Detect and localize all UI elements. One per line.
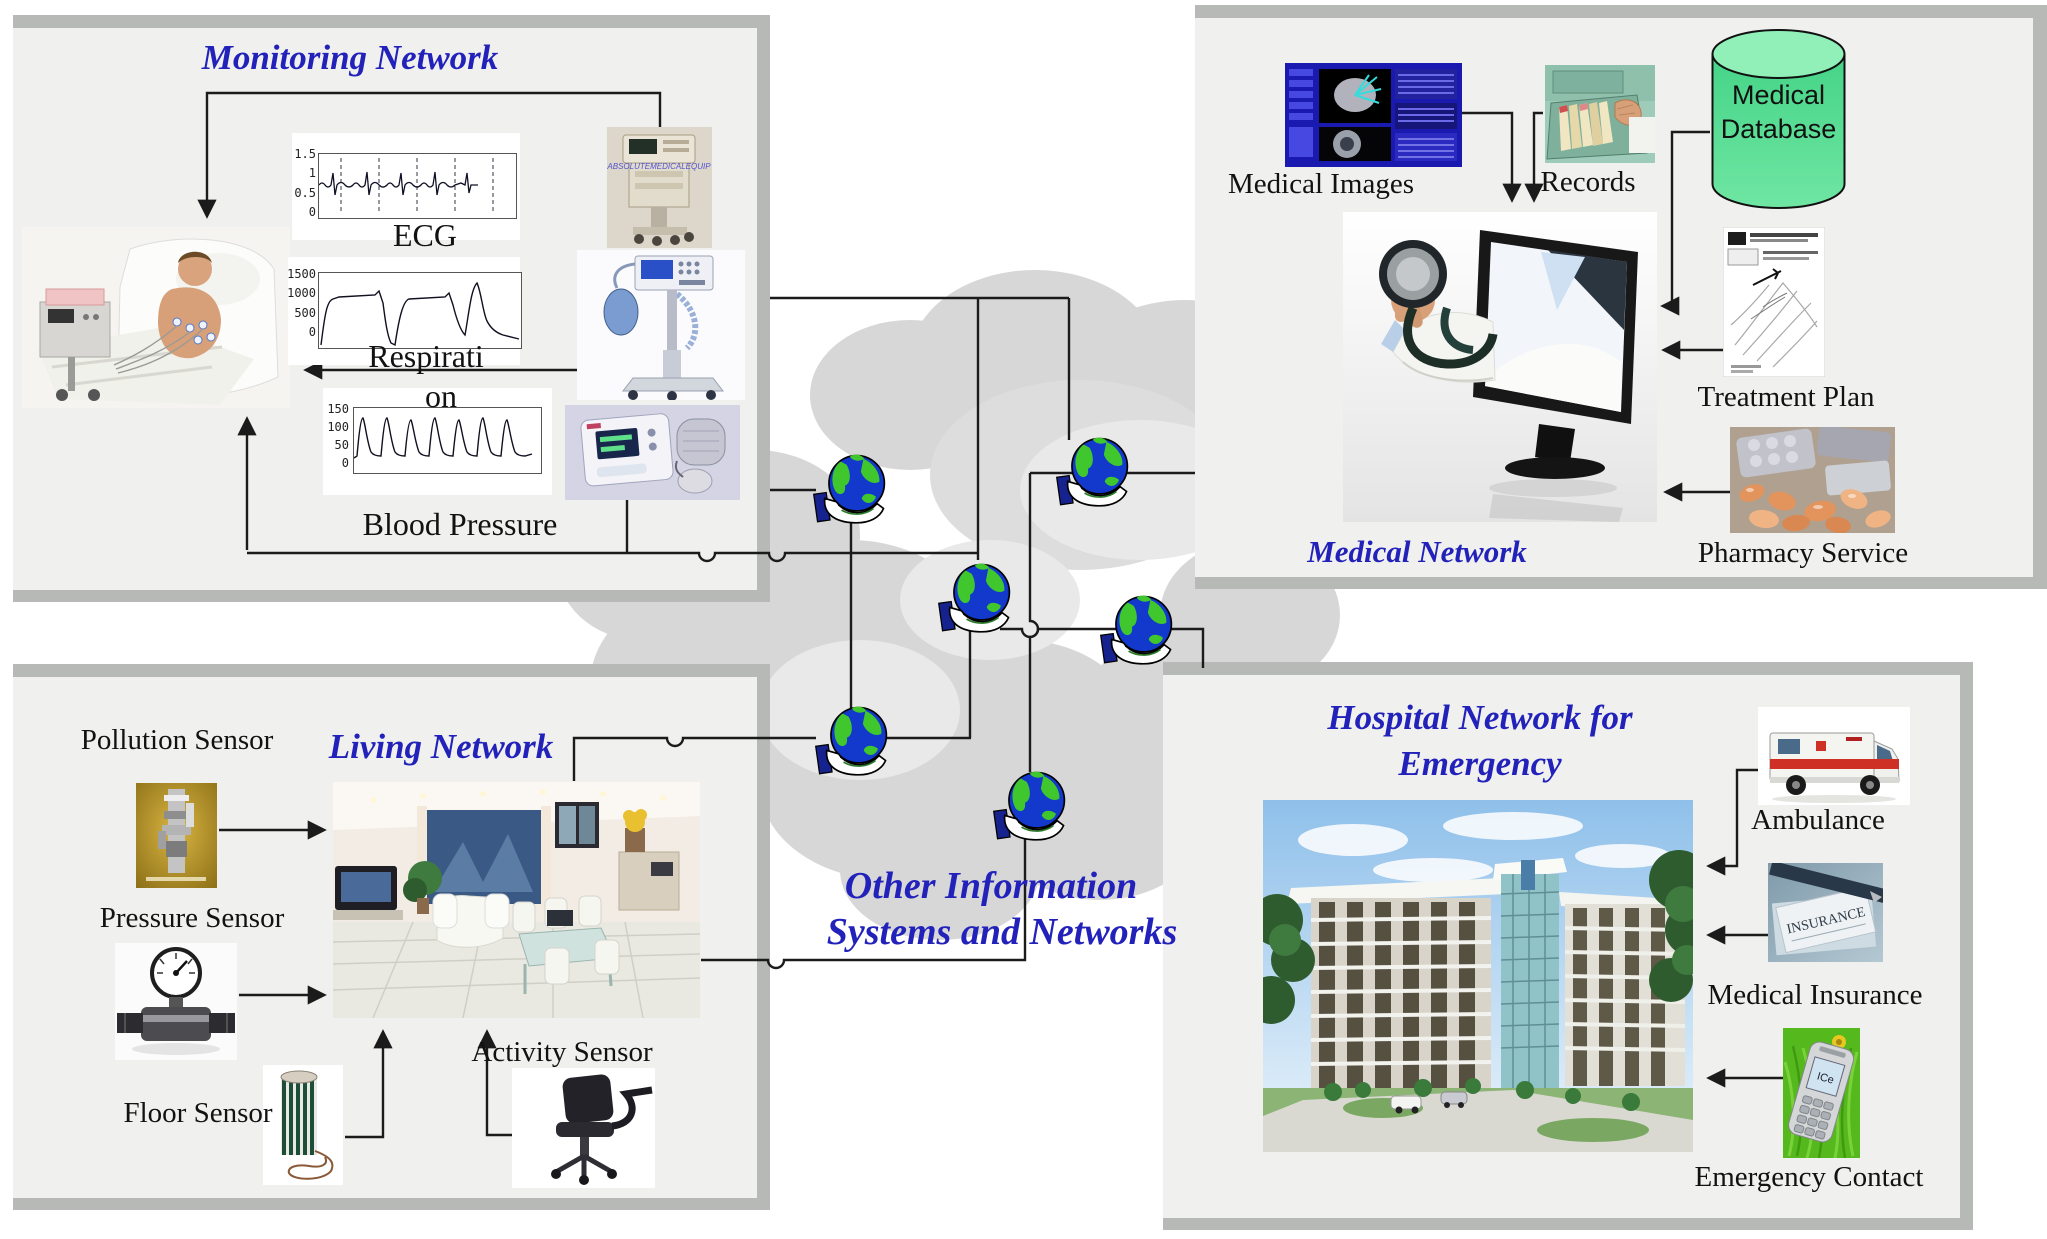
activity-sensor-label: Activity Sensor	[471, 1036, 653, 1068]
axis-tick-label: 0	[308, 204, 316, 219]
medical-images-photo	[1285, 63, 1462, 167]
blood-pressure-chart: 150 100 50 0	[323, 388, 552, 495]
hospital-title-line2: Emergency	[1398, 744, 1562, 783]
ventilator-photo	[577, 250, 745, 400]
pharmacy-photo	[1730, 427, 1895, 533]
axis-tick-label: 500	[294, 305, 316, 320]
respiration-yticks: 1500 1000 500 0	[287, 267, 316, 339]
hospital-panel-right-edge	[1960, 662, 1973, 1230]
ecg-chart: 1.5 1 0.5 0	[292, 133, 520, 240]
floor-sensor-photo	[263, 1065, 343, 1185]
medical-panel-bottom-edge	[1195, 577, 2047, 589]
monitoring-title: Monitoring Network	[201, 38, 499, 77]
internet-globe-icon	[812, 451, 897, 529]
respiration-label-line2: on	[425, 378, 457, 414]
hospital-panel-bottom-edge	[1163, 1218, 1973, 1230]
medical-database-label: Medical Database	[1720, 80, 1837, 144]
axis-tick-label: 50	[334, 438, 349, 452]
living-panel-bottom-edge	[13, 1198, 770, 1210]
floor-sensor-label: Floor Sensor	[123, 1097, 273, 1129]
equipment-watermark: ABSOLUTEMEDICALEQUIP	[607, 162, 711, 171]
respiration-chart: 1500 1000 500 0	[287, 257, 522, 365]
medical-database-cylinder	[1710, 28, 1847, 210]
internet-globe-icon	[937, 560, 1022, 638]
records-label: Records	[1540, 166, 1636, 198]
ambulance-label: Ambulance	[1751, 804, 1885, 836]
bp-monitor-photo	[565, 405, 740, 500]
medical-panel-top-edge	[1195, 5, 2047, 18]
hospital-building-photo	[1263, 800, 1693, 1152]
axis-tick-label: 150	[327, 402, 349, 416]
ecg-label: ECG	[393, 217, 457, 253]
internet-globe-icon	[1099, 592, 1184, 670]
hospital-title-line1: Hospital Network for	[1327, 698, 1633, 737]
medical-network-title: Medical Network	[1307, 534, 1527, 569]
monitoring-panel-top-edge	[13, 15, 770, 28]
axis-tick-label: 0	[341, 456, 349, 470]
living-panel-top-edge	[13, 664, 770, 677]
cloud-label-line1: Other Information	[844, 865, 1138, 907]
axis-tick-label: 1000	[287, 286, 316, 301]
monitoring-panel-right-edge	[757, 15, 770, 602]
ecg-machine-photo: ABSOLUTEMEDICALEQUIP	[607, 127, 712, 248]
internet-globe-icon	[1055, 434, 1140, 512]
internet-globe-icon	[814, 703, 899, 781]
pharmacy-service-label: Pharmacy Service	[1697, 537, 1909, 569]
monitoring-panel-bottom-edge	[13, 590, 770, 602]
medical-insurance-label: Medical Insurance	[1707, 979, 1923, 1011]
records-photo	[1545, 65, 1655, 163]
living-title: Living Network	[328, 727, 554, 766]
hospital-panel-top-edge	[1163, 662, 1973, 675]
axis-tick-label: 0.5	[294, 185, 316, 200]
emergency-phone-photo: ICe	[1783, 1028, 1860, 1158]
medical-images-label: Medical Images	[1227, 168, 1415, 200]
blood-pressure-label: Blood Pressure	[362, 506, 558, 542]
emergency-contact-label: Emergency Contact	[1694, 1161, 1924, 1193]
patient-photo	[22, 227, 290, 408]
pressure-sensor-photo	[115, 943, 237, 1060]
medical-panel-right-edge	[2033, 5, 2047, 589]
respiration-label-line1: Respirati	[368, 338, 484, 374]
treatment-plan-label: Treatment Plan	[1697, 381, 1875, 413]
axis-tick-label: 100	[327, 420, 349, 434]
living-panel-right-edge	[757, 664, 770, 1210]
cloud-label-line2: Systems and Networks	[826, 911, 1178, 953]
axis-tick-label: 1	[308, 166, 316, 181]
living-room-photo	[333, 782, 700, 1018]
pressure-sensor-label: Pressure Sensor	[99, 902, 285, 934]
treatment-plan-photo	[1723, 227, 1825, 377]
axis-tick-label: 1.5	[294, 147, 316, 161]
telemedicine-monitor-photo	[1343, 212, 1657, 522]
pollution-sensor-photo	[136, 783, 217, 888]
activity-sensor-photo	[512, 1068, 655, 1188]
blood-pressure-yticks: 150 100 50 0	[327, 402, 349, 470]
pollution-sensor-label: Pollution Sensor	[80, 724, 274, 756]
ecg-yticks: 1.5 1 0.5 0	[294, 147, 316, 219]
phone-screen-text: ICe	[1816, 1070, 1836, 1086]
axis-tick-label: 1500	[287, 267, 316, 281]
ambulance-photo	[1758, 707, 1910, 805]
axis-tick-label: 0	[308, 324, 316, 339]
internet-globe-icon	[992, 768, 1077, 846]
insurance-photo: INSURANCE	[1768, 863, 1883, 962]
